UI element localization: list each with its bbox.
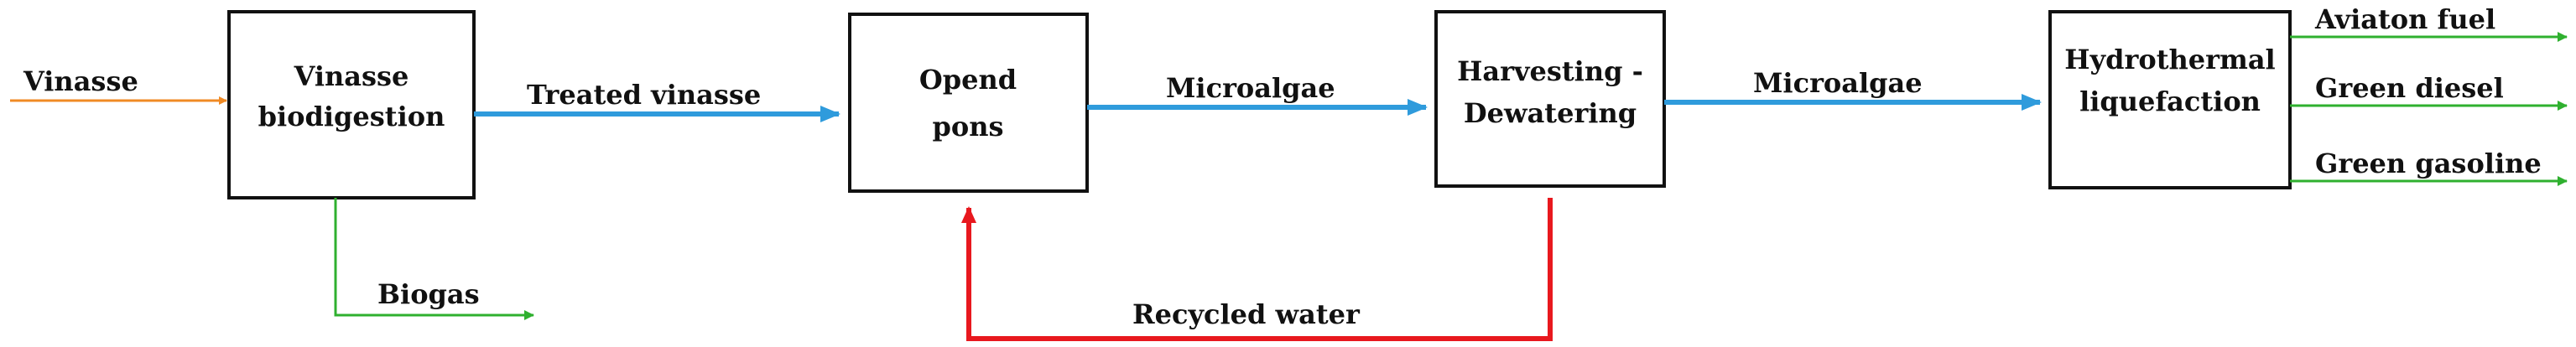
green-diesel-label: Green diesel — [2315, 72, 2504, 104]
ponds-box-line2: pons — [933, 111, 1004, 142]
htl-box — [2048, 10, 2292, 189]
recycled-water-label: Recycled water — [1132, 298, 1361, 330]
harvesting-box-line1: Harvesting - — [1457, 55, 1643, 87]
green-gasoline-label: Green gasoline — [2315, 148, 2542, 179]
harvesting-box — [1434, 10, 1666, 188]
biodigestion-box-line1: Vinasse — [294, 60, 409, 92]
vinasse-input-label: Vinasse — [23, 65, 138, 97]
microalgae-label-1: Microalgae — [1166, 72, 1335, 104]
biogas-arrow — [334, 198, 534, 320]
harvesting-box-line2: Dewatering — [1464, 97, 1637, 129]
htl-box-line2: liquefaction — [2079, 85, 2261, 117]
biodigestion-box — [227, 10, 476, 199]
htl-box-line1: Hydrothermal — [2064, 44, 2275, 75]
biodigestion-box-line2: biodigestion — [258, 101, 445, 132]
biogas-label: Biogas — [377, 278, 480, 310]
microalgae-label-2: Microalgae — [1753, 67, 1923, 99]
treated-vinasse-label: Treated vinasse — [527, 79, 761, 111]
aviation-fuel-label: Aviaton fuel — [2314, 3, 2495, 35]
recycled-water-arrow — [961, 198, 1553, 341]
ponds-box-line1: Opend — [919, 64, 1017, 96]
ponds-box — [848, 13, 1089, 193]
